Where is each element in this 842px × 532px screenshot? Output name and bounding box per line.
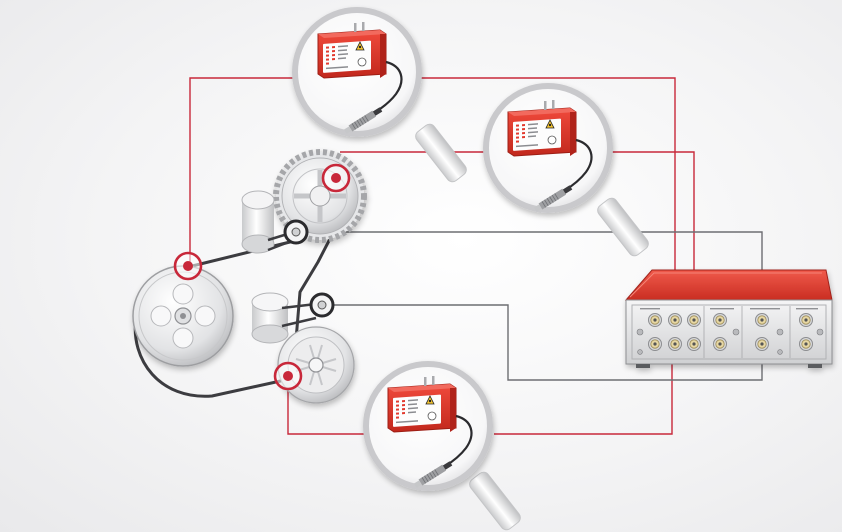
signal-wiring: [189, 77, 763, 435]
data-acquisition-unit: [624, 269, 833, 368]
crankshaft-pulley: [132, 265, 234, 367]
wire-crank-to-sensor-top: [189, 77, 302, 262]
sensor-lens-top: [292, 7, 467, 183]
wire-tensioner-lower: [322, 304, 763, 381]
wire-sensor-right-to-daq: [602, 151, 695, 300]
sensor-lens-right: [483, 83, 649, 257]
tensioner-upper: [283, 219, 309, 245]
belt-drive: [132, 149, 367, 404]
tensioner-lower: [309, 292, 335, 318]
wire-sensor-bottom-to-daq: [494, 345, 673, 435]
sensor-lens-bottom: [363, 361, 521, 531]
measurement-point-cam: [321, 163, 351, 193]
measurement-point-crank: [173, 251, 203, 281]
wire-sensor-top-to-daq: [410, 77, 676, 300]
alternator-pulley: [251, 292, 317, 344]
wire-alt-to-sensor-bottom: [287, 378, 366, 435]
water-pump-pulley: [241, 190, 295, 254]
measurement-point-alternator: [273, 361, 303, 391]
